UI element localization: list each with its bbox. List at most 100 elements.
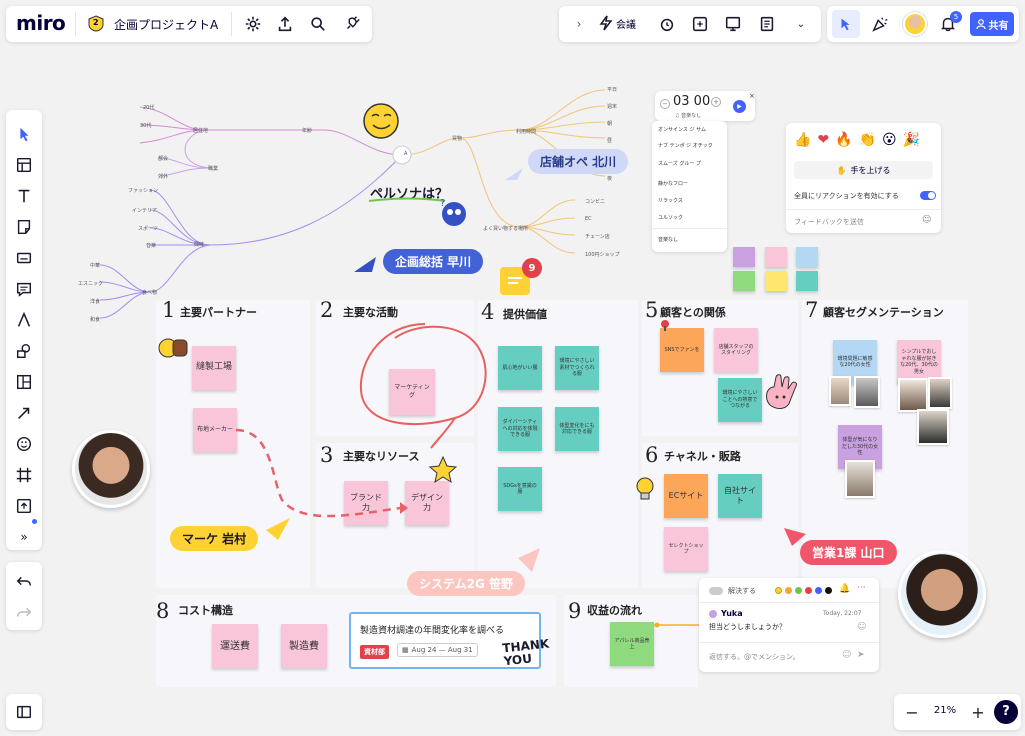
sticky-swatch[interactable] (733, 247, 755, 267)
frame-icon[interactable] (10, 461, 38, 489)
fire-icon[interactable]: 🔥 (835, 132, 853, 148)
upload-icon[interactable] (271, 10, 299, 38)
sticky-note[interactable]: 店舗スタッフのスタイリング (714, 328, 758, 372)
sticky-note[interactable]: 布地メーカー (193, 408, 237, 452)
help-button[interactable]: ? (994, 700, 1018, 724)
integrations-plug-icon[interactable] (338, 10, 366, 38)
sticky-note[interactable]: ブランド力 (344, 481, 388, 525)
card-icon[interactable] (10, 244, 38, 272)
sticky-note[interactable]: 縫製工場 (192, 346, 236, 390)
sticky-note-icon[interactable] (10, 213, 38, 241)
reply-input[interactable]: 返信する。@でメンション。 (709, 653, 800, 661)
play-button[interactable]: ▶ (733, 100, 746, 113)
plan-badge-icon[interactable]: 2 (88, 15, 104, 32)
music-item[interactable]: 音楽なし (658, 237, 679, 243)
music-item[interactable]: 静かなフロー (658, 181, 689, 187)
sticky-note[interactable]: SDGsを意識の服 (498, 467, 542, 511)
comment-tool-icon[interactable] (10, 275, 38, 303)
timer-icon[interactable] (653, 10, 681, 38)
task-card-dates[interactable]: ▦ Aug 24 — Aug 31 (397, 643, 478, 657)
color-picker[interactable] (775, 587, 832, 594)
emoji-icon[interactable]: ☺ (857, 622, 867, 632)
clap-icon[interactable]: 👏 (858, 132, 877, 148)
thumbs-up-icon[interactable]: 👍 (794, 132, 812, 148)
sticky-note[interactable]: 体型変化をにも対応できる服 (555, 407, 599, 451)
shapes-icon[interactable] (10, 337, 38, 365)
chevron-right-icon[interactable]: › (576, 17, 582, 31)
name-tag-sales[interactable]: 営業1課 山口 (800, 540, 897, 565)
timer-plus-button[interactable]: + (711, 97, 721, 107)
sticky-note[interactable]: 自社サイト (718, 474, 762, 518)
meeting-button[interactable]: 会議 (599, 15, 636, 31)
emoji-icon[interactable]: ☺ (842, 650, 852, 660)
board-name[interactable]: 企画プロジェクトA (114, 18, 219, 32)
sticky-note[interactable]: シンプルでおしゃれな服が好きな20代、30代の男女 (897, 340, 941, 384)
zoom-out-button[interactable]: − (905, 702, 919, 722)
party-icon[interactable]: 🎉 (902, 132, 921, 148)
board-panel-toggle[interactable] (6, 694, 42, 730)
sticky-swatch[interactable] (733, 271, 755, 291)
name-tag-system[interactable]: システム2G 笹野 (407, 571, 526, 596)
sticky-note[interactable]: 運送費 (212, 624, 258, 668)
frame-layout-icon[interactable] (10, 368, 38, 396)
timer-minus-button[interactable]: − (660, 99, 670, 109)
sticky-swatch[interactable] (765, 271, 787, 291)
reaction-bar[interactable]: 👍 ❤ 🔥 👏 😮 🎉 (794, 132, 920, 148)
sticky-swatch[interactable] (796, 271, 818, 291)
miro-logo[interactable]: miro (16, 11, 66, 35)
presentation-icon[interactable] (719, 10, 747, 38)
sticker-emoji-icon[interactable] (10, 430, 38, 458)
sticky-add-icon[interactable] (686, 10, 714, 38)
sticky-note[interactable]: 製造費 (281, 624, 327, 668)
name-tag-planning[interactable]: 企画総括 早川 (383, 249, 484, 274)
settings-gear-icon[interactable] (239, 10, 267, 38)
redo-icon[interactable] (10, 598, 38, 626)
sticky-note[interactable]: ダイバーシティへの対応を体現できる服 (498, 407, 542, 451)
sticky-note[interactable]: 肌心地がいい服 (498, 346, 542, 390)
enable-reactions-toggle[interactable] (920, 191, 936, 200)
sticky-note[interactable]: 環境にやさしいことへの熱意でつながる (718, 378, 762, 422)
heart-icon[interactable]: ❤ (817, 132, 830, 148)
sticky-swatch[interactable] (765, 247, 787, 267)
sidebar-toggle-icon[interactable] (10, 698, 38, 726)
notifications-bell-icon[interactable] (934, 10, 962, 38)
close-icon[interactable]: × (749, 92, 755, 100)
pen-tool-icon[interactable] (10, 306, 38, 334)
sticky-note[interactable]: セレクトショップ (664, 527, 708, 571)
follow-cursor-icon[interactable] (832, 10, 860, 38)
music-item[interactable]: ナブ テンポ ジ オチック (658, 143, 713, 149)
celebrate-icon[interactable] (866, 10, 894, 38)
music-item[interactable]: スムーズ グルー プ (658, 161, 701, 167)
feedback-link[interactable]: フィードバックを送信 (794, 218, 864, 226)
name-tag-store-ops[interactable]: 店舗オペ 北川 (528, 149, 629, 174)
send-icon[interactable]: ➤ (857, 650, 865, 660)
sticky-note[interactable]: SNSでファンを (660, 328, 704, 372)
notes-icon[interactable] (753, 10, 781, 38)
more-icon[interactable]: ··· (857, 583, 866, 593)
search-icon[interactable] (304, 10, 332, 38)
sticky-note[interactable]: デザイン力 (405, 481, 449, 525)
zoom-in-button[interactable]: + (971, 702, 985, 722)
share-button[interactable]: 共有 (970, 12, 1014, 36)
user-avatar[interactable] (903, 12, 927, 36)
music-item[interactable]: リラックス (658, 198, 683, 204)
task-card[interactable]: 製造資材調達の年間変化率を調べる 資材部 ▦ Aug 24 — Aug 31 (349, 612, 541, 669)
resolve-toggle[interactable] (709, 587, 723, 595)
undo-icon[interactable] (10, 567, 38, 595)
select-cursor-icon[interactable] (10, 120, 38, 148)
upload-file-icon[interactable] (10, 492, 38, 520)
music-item[interactable]: オンサインス ジ サム (658, 127, 706, 133)
templates-icon[interactable] (10, 151, 38, 179)
sticky-note[interactable]: アパレル商品売上 (610, 622, 654, 666)
feedback-icon[interactable]: ☺ (922, 215, 932, 225)
connector-arrow-icon[interactable] (10, 399, 38, 427)
sticky-note[interactable]: マーケティング (389, 369, 435, 415)
zoom-level[interactable]: 21% (933, 705, 957, 716)
sticky-note[interactable]: 環境にやさしい素材でつくられる服 (555, 346, 599, 390)
sticky-note[interactable]: ECサイト (664, 474, 708, 518)
bell-icon[interactable]: 🔔 (839, 584, 851, 594)
text-tool-icon[interactable] (10, 182, 38, 210)
music-item[interactable]: ユルソック (658, 215, 684, 221)
chevron-double-down-icon[interactable]: ⌄ (796, 18, 806, 30)
surprised-icon[interactable]: 😮 (882, 132, 897, 148)
